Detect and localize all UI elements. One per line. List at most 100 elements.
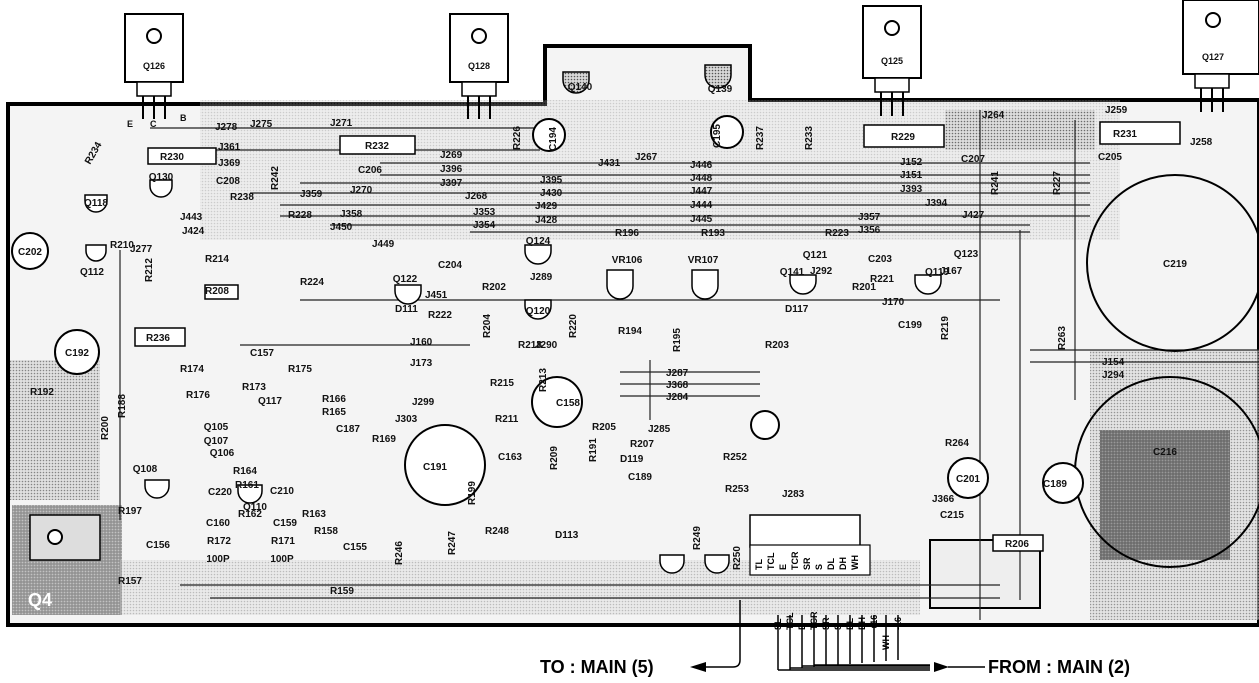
label-c215: C189 (1043, 479, 1067, 490)
label-j353: J353 (473, 207, 496, 218)
label-c219: C219 (1163, 259, 1187, 270)
label-j151: J151 (900, 170, 923, 181)
bpin-wh: WH (881, 635, 891, 650)
label-r171: R246 (394, 541, 405, 565)
label-r199: R199 (467, 481, 478, 505)
label-q105: Q106 (210, 448, 235, 459)
label-r166: R166 (322, 394, 346, 405)
label-r198: R192 (30, 387, 54, 398)
label-r224: R224 (300, 277, 324, 288)
label-j290: J451 (425, 290, 448, 301)
label-j393: J393 (900, 184, 923, 195)
label-j264: J264 (982, 110, 1005, 121)
label-c156: C160 (206, 518, 230, 529)
label-r208: R236 (146, 333, 170, 344)
label-r223: R223 (825, 228, 849, 239)
label-q110: Q108 (133, 464, 158, 475)
label-r230: R230 (160, 152, 184, 163)
label-r203: R203 (765, 340, 789, 351)
bpin-tcr: TCR (809, 611, 819, 630)
bpin-dh: DH (857, 617, 867, 630)
label-j277: J443 (180, 212, 203, 223)
transistor-label: Q127 (1202, 52, 1224, 62)
label-j427: J427 (962, 210, 985, 221)
label-r164: R164 (233, 466, 257, 477)
pin-label-c: C (150, 119, 157, 129)
pin-label-b: B (180, 113, 187, 123)
callout-from-main: FROM : MAIN (2) (988, 657, 1130, 677)
pin-label-e: E (127, 119, 133, 129)
label-j363: J299 (412, 397, 435, 408)
label-r200: R200 (100, 416, 111, 440)
label-j170: J292 (810, 266, 833, 277)
label-j358: J358 (340, 209, 363, 220)
label-r188: R188 (117, 394, 128, 418)
label-r229: R229 (891, 132, 915, 143)
transistor-q126: Q126 (124, 13, 184, 119)
label-r165: R165 (322, 407, 346, 418)
pin-dl: DL (826, 558, 836, 570)
pin-sr: SR (802, 557, 812, 570)
bottom-wires (705, 600, 930, 671)
power-transistors: Q126 Q128 Q125 Q127 (124, 0, 1259, 129)
label-r247: R252 (723, 452, 747, 463)
label-r246: R253 (725, 484, 749, 495)
label-c191: C158 (556, 398, 580, 409)
label-r160: R172 (207, 536, 231, 547)
label-d117: D117 (785, 304, 809, 315)
label-r207: R207 (630, 439, 654, 450)
label-100p-a: 100P (206, 554, 230, 565)
label-r227: R227 (1052, 171, 1063, 195)
arrow-from-main (934, 662, 949, 672)
bpin-sr: SR (821, 617, 831, 630)
label-j289: J160 (410, 337, 433, 348)
label-j431: J431 (598, 158, 621, 169)
pin-wh: WH (850, 555, 860, 570)
label-j298: J173 (410, 358, 433, 369)
label-r176: R176 (186, 390, 210, 401)
label-c160: C220 (208, 487, 232, 498)
label-j396: J396 (440, 164, 463, 175)
label-j361: J361 (218, 142, 241, 153)
label-j152: J152 (900, 157, 923, 168)
label-c207: C207 (961, 154, 985, 165)
bpin-dl: DL (845, 618, 855, 630)
bpin-e: E (797, 624, 807, 630)
label-r221: R221 (870, 274, 894, 285)
rect-components (134, 121, 1181, 552)
bpin-sl: SL (773, 618, 783, 630)
label-j259: J259 (1105, 105, 1128, 116)
label-j429: J429 (535, 201, 558, 212)
label-r205: R205 (592, 422, 616, 433)
label-q141: Q141 (780, 267, 805, 278)
label-d113: D113 (555, 530, 579, 541)
label-q108: Q105 (204, 422, 229, 433)
label-c165: C155 (343, 542, 367, 553)
label-r197: R248 (485, 526, 509, 537)
label-r193: R193 (701, 228, 725, 239)
label-r177: R159 (330, 586, 354, 597)
label-j268: J268 (465, 191, 488, 202)
label-c168: C156 (146, 540, 170, 551)
transistor-q127: Q127 (1182, 0, 1259, 112)
label-r218: R218 (518, 340, 542, 351)
label-r204: R204 (482, 314, 493, 338)
label-j397: J397 (440, 178, 463, 189)
label-r201: R201 (852, 282, 876, 293)
label-r228: R228 (288, 210, 312, 221)
label-r210: R210 (110, 240, 134, 251)
label-j276: J424 (182, 226, 205, 237)
label-r236: R208 (205, 286, 229, 297)
label-r167: R158 (314, 526, 338, 537)
label-j430: J430 (540, 188, 563, 199)
label-q130: Q130 (149, 172, 174, 183)
label-j449: J449 (372, 239, 395, 250)
label-q139: Q139 (708, 84, 733, 95)
label-j362: J303 (395, 414, 418, 425)
label-c199: C199 (898, 320, 922, 331)
label-c220: C216 (1153, 447, 1177, 458)
label-r157: R249 (692, 526, 703, 550)
label-j181: J290 (535, 340, 558, 351)
label-c163: C187 (336, 424, 360, 435)
label-j444: J444 (690, 200, 713, 211)
